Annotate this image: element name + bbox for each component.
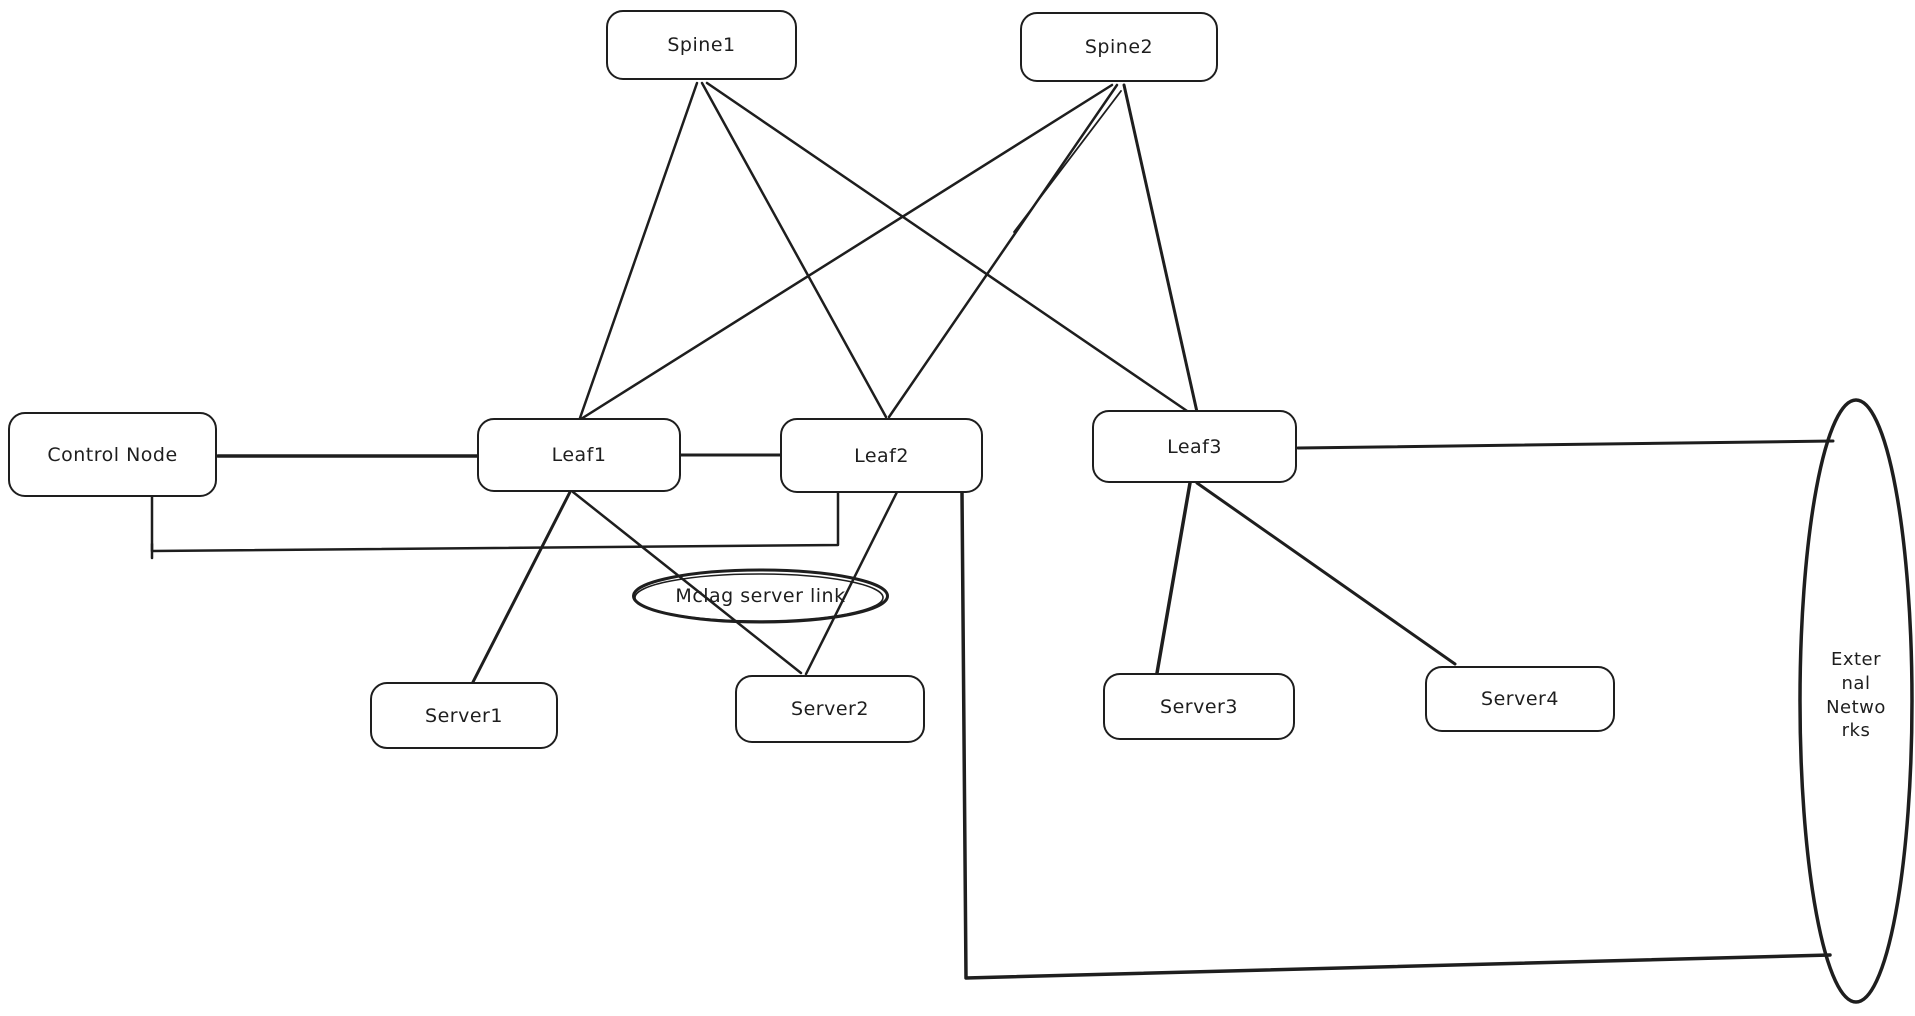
node-server4-label: Server4 bbox=[1481, 688, 1559, 710]
edge-control_node-leaf2-elbow bbox=[150, 490, 840, 553]
edge-spine1-leaf2 bbox=[700, 81, 888, 419]
edge-spine2-leaf3 bbox=[1122, 83, 1199, 414]
node-server2-label: Server2 bbox=[791, 698, 869, 720]
mclag-ellipse-overdraw bbox=[634, 573, 884, 622]
edge-leaf2-external_networks bbox=[960, 491, 1832, 980]
node-leaf2-label: Leaf2 bbox=[854, 444, 909, 467]
node-leaf1-label: Leaf1 bbox=[551, 444, 607, 466]
node-server1-label: Server1 bbox=[425, 704, 503, 727]
node-spine2-label: Spine2 bbox=[1084, 36, 1154, 58]
node-server2: Server2 bbox=[735, 675, 925, 743]
node-server3-label: Server3 bbox=[1160, 695, 1238, 718]
node-server3: Server3 bbox=[1103, 673, 1295, 740]
external-networks-label: Exter nal Netwo rks bbox=[1826, 649, 1886, 742]
external-networks-ellipse bbox=[1798, 398, 1914, 1004]
edge-spine1-leaf1 bbox=[578, 81, 699, 420]
node-server4: Server4 bbox=[1425, 666, 1615, 732]
edge-leaf2-server2 bbox=[804, 490, 899, 676]
edge-spine2-leaf2 bbox=[887, 83, 1119, 419]
node-leaf3: Leaf3 bbox=[1092, 410, 1297, 483]
node-control-node-label: Control Node bbox=[47, 443, 178, 466]
edge-leaf3-external_networks bbox=[1296, 439, 1835, 450]
node-leaf1: Leaf1 bbox=[477, 418, 681, 492]
node-control-node: Control Node bbox=[8, 412, 217, 497]
edge-spine2-leaf2-overdraw bbox=[1013, 90, 1122, 233]
node-spine1: Spine1 bbox=[606, 10, 797, 80]
mclag-ellipse bbox=[632, 568, 889, 624]
node-leaf2: Leaf2 bbox=[780, 418, 983, 493]
edge-leaf1-server1 bbox=[471, 490, 572, 684]
edge-leaf3-server3 bbox=[1155, 481, 1192, 675]
node-spine2: Spine2 bbox=[1020, 12, 1218, 82]
edge-spine2-leaf1 bbox=[579, 83, 1114, 421]
node-leaf3-label: Leaf3 bbox=[1167, 435, 1222, 458]
edge-leaf1-server2 bbox=[571, 490, 803, 675]
edge-leaf3-server4 bbox=[1195, 481, 1457, 666]
mclag-ellipse-label: Mclag server link bbox=[675, 585, 846, 607]
node-server1: Server1 bbox=[370, 682, 558, 749]
edge-spine1-leaf3 bbox=[705, 81, 1192, 415]
node-spine1-label: Spine1 bbox=[667, 34, 736, 56]
